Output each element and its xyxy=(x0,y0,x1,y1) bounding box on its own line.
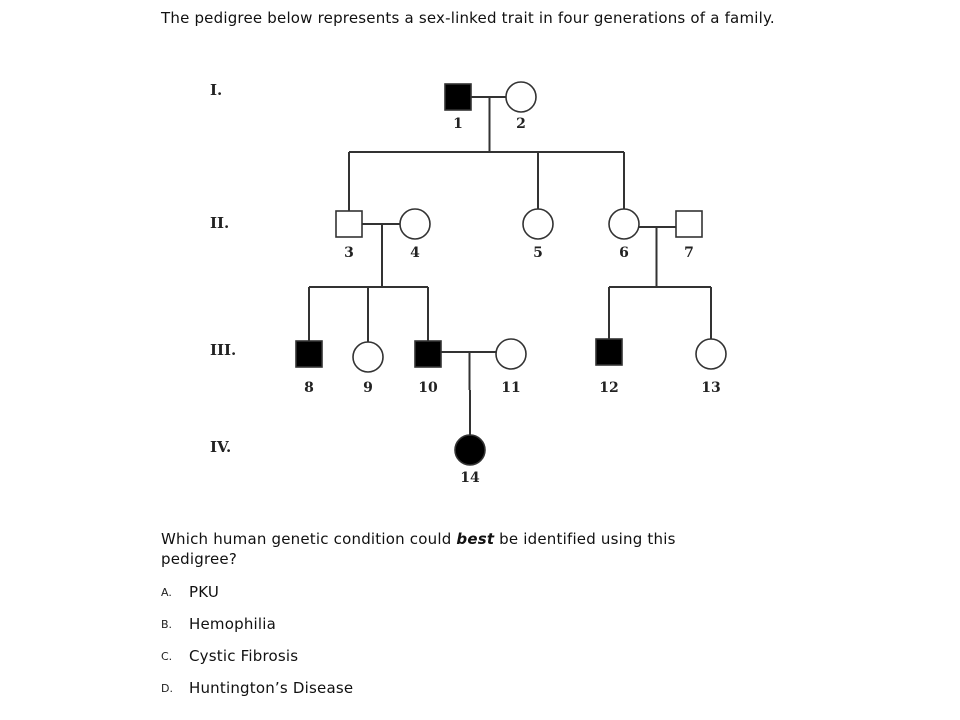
choice-letter: A. xyxy=(161,585,172,599)
choice-letter: B. xyxy=(161,617,173,631)
individual-number: 10 xyxy=(418,380,438,396)
male-symbol xyxy=(675,210,703,238)
individual-number: 2 xyxy=(516,116,526,132)
female-symbol xyxy=(495,338,527,370)
prompt-emphasis: best xyxy=(456,530,495,548)
affected-female-symbol xyxy=(454,434,486,466)
individual-number: 4 xyxy=(410,245,420,261)
choice-text: Hemophilia xyxy=(189,615,277,633)
individual-number: 8 xyxy=(304,380,314,396)
pedigree-symbols xyxy=(295,81,727,466)
choice-b[interactable]: B. Hemophilia xyxy=(161,608,353,640)
individual-number: 14 xyxy=(460,470,480,486)
individual-number: 1 xyxy=(453,116,463,132)
choice-text: PKU xyxy=(189,583,220,601)
individual-number: 6 xyxy=(619,245,629,261)
female-symbol xyxy=(695,338,727,370)
generation-label-4: IV. xyxy=(210,438,231,456)
question-prompt: Which human genetic condition could best… xyxy=(161,529,741,569)
affected-male-symbol xyxy=(595,338,623,366)
generation-label-3: III. xyxy=(210,341,236,359)
choice-letter: C. xyxy=(161,649,173,663)
individual-number: 12 xyxy=(599,380,618,396)
individual-number: 13 xyxy=(701,380,720,396)
choice-text: Huntington’s Disease xyxy=(189,679,354,697)
generation-label-1: I. xyxy=(210,81,222,99)
female-symbol xyxy=(522,208,554,240)
affected-male-symbol xyxy=(414,340,442,368)
choice-letter: D. xyxy=(161,681,173,695)
generation-label-2: II. xyxy=(210,214,229,232)
affected-male-symbol xyxy=(295,340,323,368)
female-symbol xyxy=(399,208,431,240)
choice-text: Cystic Fibrosis xyxy=(189,647,299,665)
individual-number: 3 xyxy=(344,245,354,261)
prompt-text-end: be identified using this pedigree? xyxy=(161,530,676,568)
female-symbol xyxy=(352,341,384,373)
question-intro: The pedigree below represents a sex-link… xyxy=(161,9,775,27)
female-symbol xyxy=(608,208,640,240)
individual-number: 5 xyxy=(533,245,543,261)
individual-number: 9 xyxy=(363,380,373,396)
choice-c[interactable]: C. Cystic Fibrosis xyxy=(161,640,353,672)
answer-choices: A. PKU B. Hemophilia C. Cystic Fibrosis … xyxy=(161,576,353,704)
female-symbol xyxy=(505,81,537,113)
prompt-text-start: Which human genetic condition could xyxy=(161,530,457,548)
individual-number: 11 xyxy=(501,380,520,396)
generation-labels: I. II. III. IV. xyxy=(210,81,236,456)
individual-number: 7 xyxy=(684,245,694,261)
affected-male-symbol xyxy=(444,83,472,111)
choice-a[interactable]: A. PKU xyxy=(161,576,353,608)
choice-d[interactable]: D. Huntington’s Disease xyxy=(161,672,353,704)
male-symbol xyxy=(335,210,363,238)
